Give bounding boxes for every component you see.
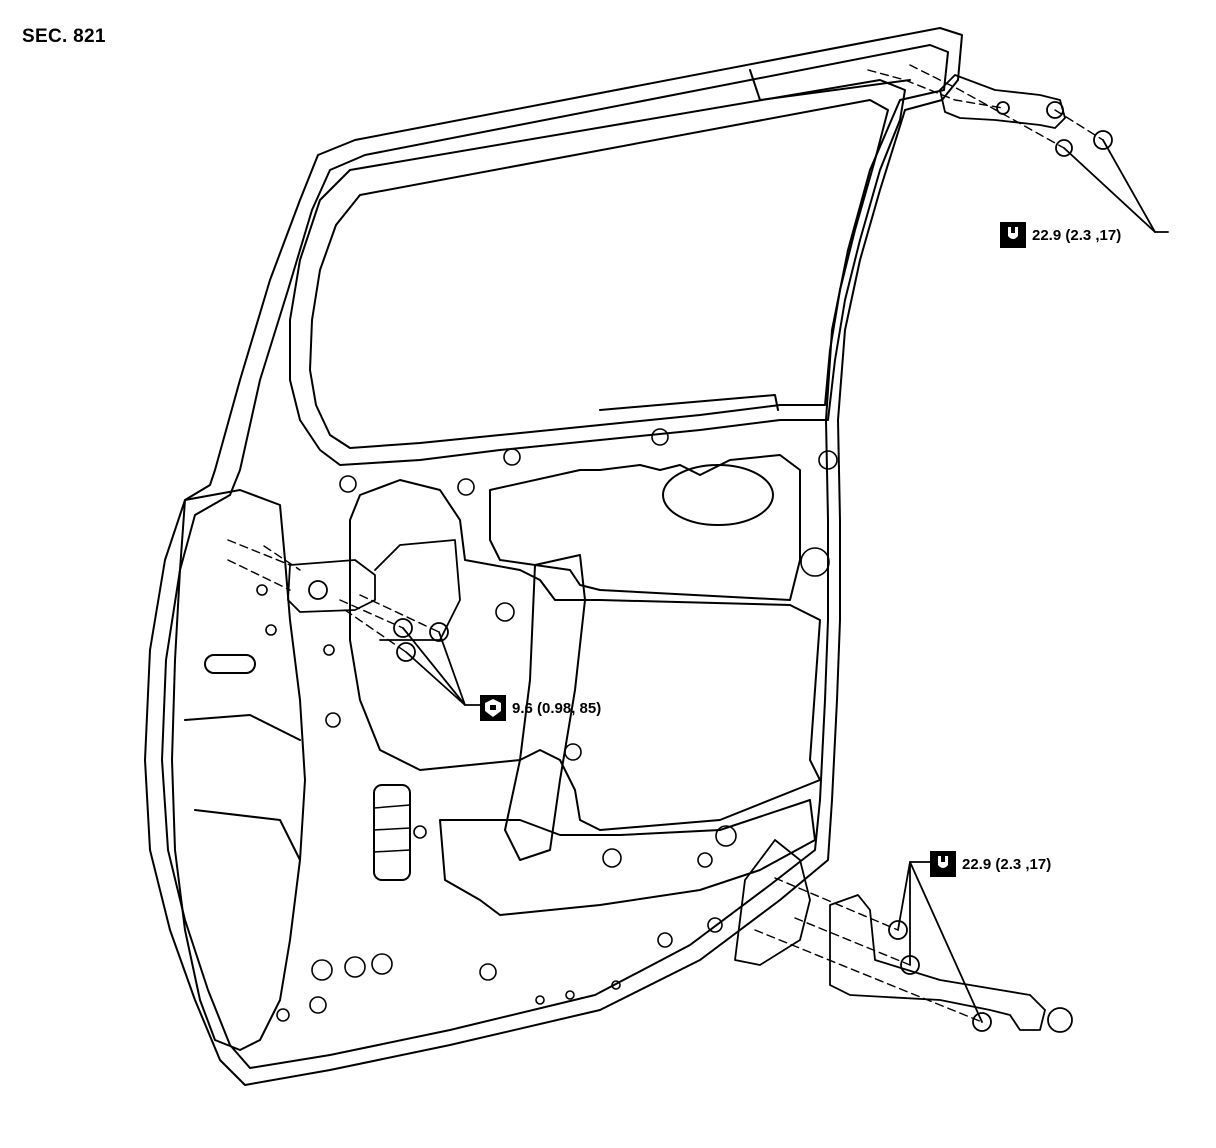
window-frame-inner [310,100,888,448]
upper-hinge [868,65,1168,232]
hinge-pillar [172,490,305,1050]
door-inner-outline [162,45,948,1068]
window-channel [750,70,910,100]
pillar-step [185,715,300,860]
handle-recess [663,465,773,525]
inner-cutout-lower [440,800,815,915]
door-slot-lines [374,805,410,852]
upper-hinge-torque-callout: 22.9 (2.3 ,17) [1000,222,1121,248]
upper-hinge-torque-value: 22.9 (2.3 ,17) [1032,226,1122,244]
section-title: SEC. 821 [22,26,106,47]
lower-hinge-torque-value: 22.9 (2.3 ,17) [962,855,1052,873]
window-frame-outer [290,80,905,465]
lower-hinge-torque-callout: 22.9 (2.3 ,17) [930,851,1051,877]
handle-slot [205,655,255,673]
check-link-torque-callout: 9.6 (0.98, 85) [480,695,601,721]
check-link-torque-value: 9.6 (0.98, 85) [512,699,602,717]
torque-wrench-icon [930,851,956,877]
door-outer-outline [145,28,962,1085]
inner-cutout-main [350,480,820,830]
inner-cutout-upper [490,455,800,600]
window-channel-lower [600,395,778,410]
torque-wrench-icon [480,695,506,721]
check-link [228,540,480,705]
panel-holes [257,429,837,1021]
lower-hinge [735,840,1072,1032]
torque-wrench-icon [1000,222,1026,248]
reinforcement-bar [505,555,585,860]
door-slot [374,785,410,880]
